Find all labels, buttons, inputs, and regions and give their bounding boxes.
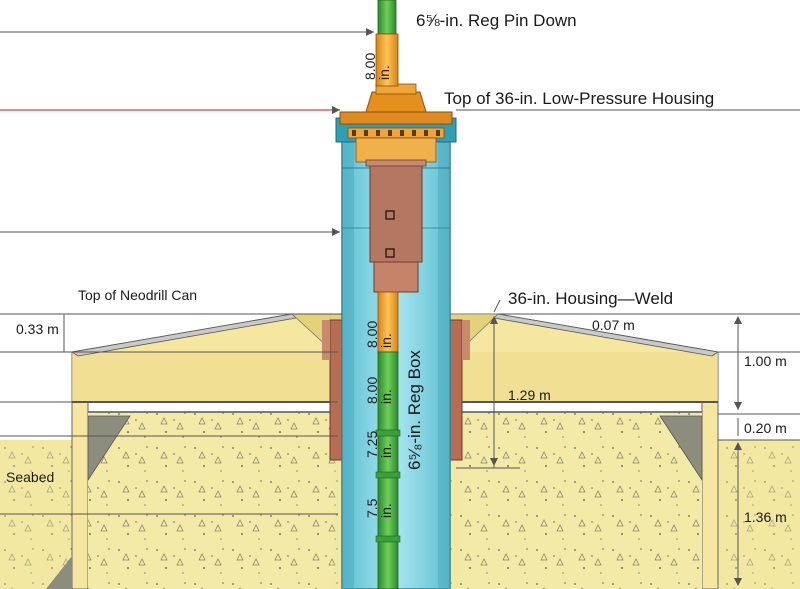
pipe-length-seg1: 8.00in. (364, 321, 394, 348)
pipe-length-seg2: 8.00in. (364, 377, 394, 404)
running-tool (365, 159, 427, 293)
reference-lines (0, 31, 800, 585)
drill-pipe (375, 0, 401, 589)
dimension-arrows (332, 28, 742, 586)
label-neodrill-top: Top of Neodrill Can (78, 287, 197, 303)
pipe-length-top: 8.00in. (362, 53, 392, 80)
pipe-length-seg4: 7.5in. (364, 498, 394, 518)
dim-0-20: 0.20 m (744, 420, 787, 436)
dim-1-00: 1.00 m (744, 353, 787, 369)
label-reg-box: 6⁵⁄₈-in. Reg Box (405, 350, 424, 470)
dim-0-07: 0.07 m (592, 317, 635, 333)
lp-housing-cap (335, 83, 457, 163)
label-seabed: Seabed (6, 469, 54, 485)
label-lp-housing-top: Top of 36-in. Low-Pressure Housing (444, 89, 714, 108)
pipe-length-seg3: 7.25in. (364, 431, 394, 458)
label-housing-weld: 36-in. Housing—Weld (508, 289, 673, 308)
neodrill-can (46, 313, 720, 589)
dim-0-33: 0.33 m (16, 321, 59, 337)
dim-1-29: 1.29 m (508, 387, 551, 403)
dim-1-36: 1.36 m (744, 509, 787, 525)
label-pin-down: 6⅝-in. Reg Pin Down (416, 11, 577, 30)
